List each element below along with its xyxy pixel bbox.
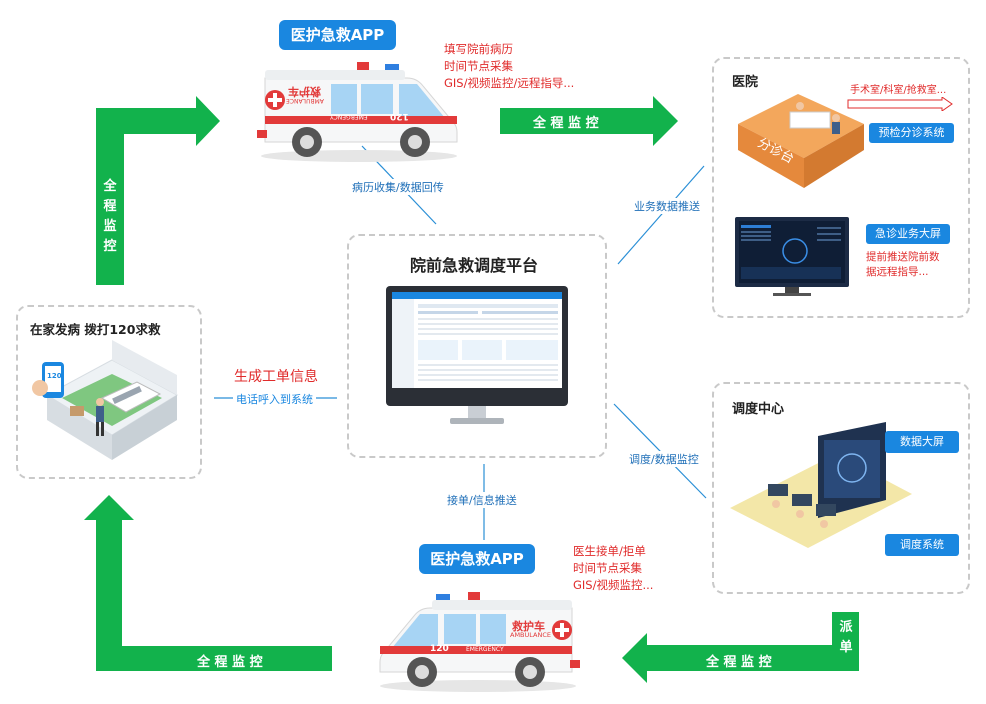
top-note: GIS/视频监控/远程指导... xyxy=(444,76,575,90)
home-phone-text: 120 xyxy=(47,372,62,380)
arrow-dispatch-char: 单 xyxy=(839,640,853,655)
bottom-app-badge[interactable]: 医护急救APP xyxy=(419,544,535,574)
arrow-bottom-app-to-home xyxy=(84,495,332,671)
bottom-ambulance-en: AMBULANCE xyxy=(510,631,551,639)
bottom-note: 医生接单/拒单 xyxy=(573,544,646,558)
arrow-left-char: 程 xyxy=(103,199,117,214)
emergency-screen-button[interactable]: 急诊业务大屏 xyxy=(866,224,950,244)
center-red-label: 生成工单信息 xyxy=(234,369,318,385)
bottom-ambulance-cn: 救护车 xyxy=(512,620,545,633)
arrow-dispatch-label: 派 单 xyxy=(838,618,854,658)
arrow-dispatch-char: 派 xyxy=(839,620,853,635)
arrow-left-char: 控 xyxy=(103,239,117,254)
hospital-rooms-arrow xyxy=(847,97,953,111)
data-screen-button[interactable]: 数据大屏 xyxy=(885,431,959,453)
bottom-note: GIS/视频监控... xyxy=(573,578,654,592)
arrow-left-char: 监 xyxy=(103,219,117,234)
platform-monitor-image xyxy=(386,286,568,424)
link-accept-label: 接单/信息推送 xyxy=(444,492,520,508)
top-note: 时间节点采集 xyxy=(444,59,513,73)
center-blue-label: 电话呼入到系统 xyxy=(233,391,316,407)
bottom-ambulance-emergency: EMERGENCY xyxy=(466,646,504,653)
bottom-ambulance-number: 120 xyxy=(430,644,449,654)
top-note: 填写院前病历 xyxy=(444,42,513,56)
arrow-top-app-to-hospital xyxy=(500,96,678,146)
link-dispatch-label: 调度/数据监控 xyxy=(626,451,702,467)
dispatch-system-button[interactable]: 调度系统 xyxy=(885,534,959,556)
arrow-left-label: 全 程 监 控 xyxy=(102,177,118,257)
hospital-desk-image xyxy=(738,94,864,188)
hospital-rooms: 手术室/科室/抢救室... xyxy=(850,85,947,96)
arrow-top-label: 全 程 监 控 xyxy=(533,116,599,131)
arrow-bottom-right-label: 全 程 监 控 xyxy=(706,655,772,670)
home-scene-image xyxy=(32,340,179,460)
dispatch-title: 调度中心 xyxy=(732,402,785,417)
top-ambulance-emergency: EMERGENCY xyxy=(330,113,368,120)
arrow-left-char: 全 xyxy=(103,179,117,194)
bottom-note: 时间节点采集 xyxy=(573,561,642,575)
top-ambulance-number: 120 xyxy=(390,111,409,121)
triage-system-button[interactable]: 预检分诊系统 xyxy=(869,123,954,143)
top-ambulance-image xyxy=(257,62,458,162)
hospital-note-line: 据远程指导... xyxy=(866,266,929,278)
link-record-label: 病历收集/数据回传 xyxy=(349,179,447,195)
bottom-app-notes: 医生接单/拒单 时间节点采集 GIS/视频监控... xyxy=(573,543,653,594)
hospital-note: 提前推送院前数 据远程指导... xyxy=(866,250,940,280)
arrow-bottom-left-label: 全 程 监 控 xyxy=(197,655,263,670)
arrow-dispatch-to-bottom-app xyxy=(622,612,859,683)
top-app-badge[interactable]: 医护急救APP xyxy=(279,20,396,50)
home-title: 在家发病 拨打120求救 xyxy=(30,322,161,337)
hospital-screen-image xyxy=(735,217,849,296)
hospital-note-line: 提前推送院前数 xyxy=(866,251,940,263)
link-business-label: 业务数据推送 xyxy=(631,198,703,214)
hospital-title: 医院 xyxy=(732,75,759,90)
top-ambulance-en: AMBULANCE xyxy=(286,97,324,104)
dispatch-room-image xyxy=(730,422,912,548)
top-app-notes: 填写院前病历 时间节点采集 GIS/视频监控/远程指导... xyxy=(444,41,574,92)
platform-title: 院前急救调度平台 xyxy=(410,256,539,275)
arrow-home-to-top-app xyxy=(96,96,220,285)
bottom-ambulance-image xyxy=(379,592,580,692)
